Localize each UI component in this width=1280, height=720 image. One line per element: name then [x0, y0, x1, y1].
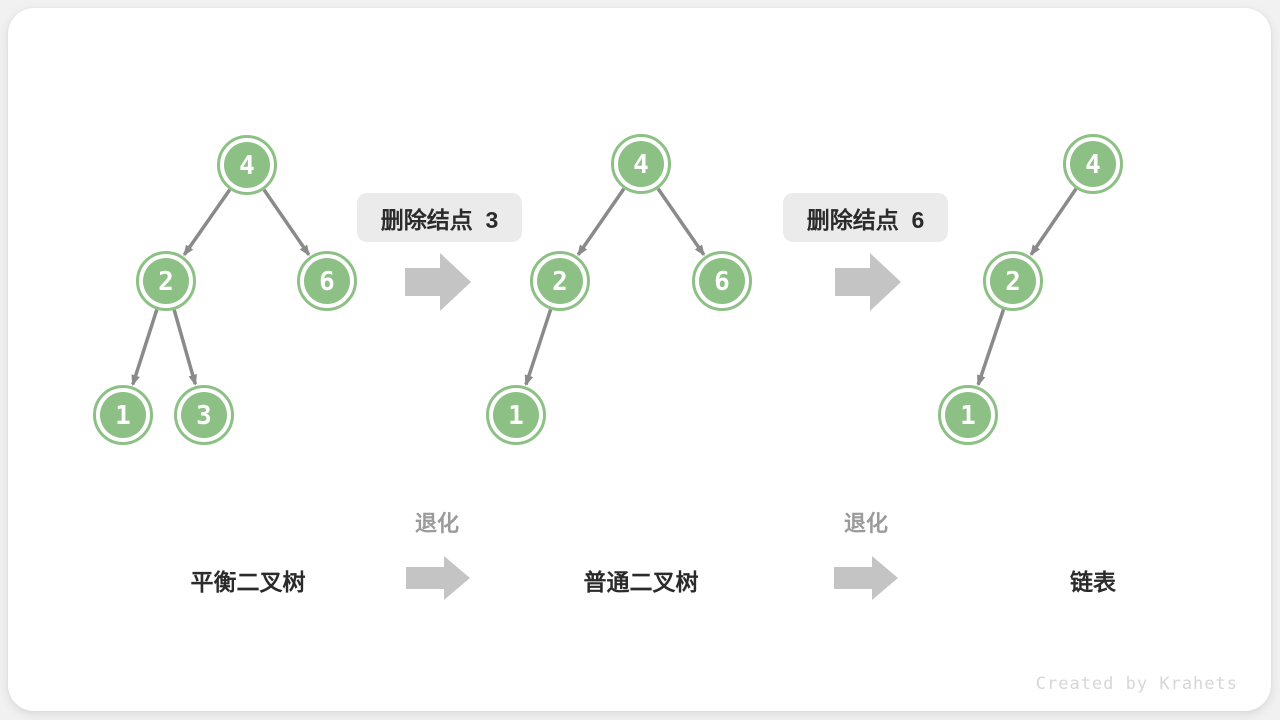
tree-node: 4: [611, 134, 671, 194]
degrade-arrow-icon: [834, 556, 898, 600]
diagram-card: [8, 8, 1271, 711]
tree-node: 6: [692, 251, 752, 311]
node-value: 1: [115, 401, 131, 431]
node-value: 2: [552, 267, 568, 297]
degrade-label: 退化: [414, 511, 459, 536]
edge-arrow: [524, 308, 553, 387]
edge-arrow: [576, 187, 626, 257]
edge-arrow: [976, 308, 1006, 387]
tree-ordinary: 4 2 6 1: [486, 134, 752, 445]
tree-title-balanced: 平衡二叉树: [190, 569, 306, 595]
node-value: 3: [196, 401, 212, 431]
node-value: 6: [714, 267, 730, 297]
step-arrow-icon: [405, 253, 471, 311]
degrade-label: 退化: [843, 511, 888, 536]
tree-node: 4: [217, 135, 277, 195]
tree-node: 2: [983, 251, 1043, 311]
tree-node: 2: [136, 251, 196, 311]
node-value: 2: [1005, 267, 1021, 297]
tree-node: 2: [530, 251, 590, 311]
tree-node: 4: [1063, 134, 1123, 194]
node-value: 6: [319, 267, 335, 297]
tree-balanced: 4 2 6 1 3: [93, 135, 357, 445]
tree-title-ordinary: 普通二叉树: [583, 569, 699, 595]
node-value: 1: [960, 401, 976, 431]
tree-linked-list: 4 2 1: [938, 134, 1123, 445]
tree-node: 6: [297, 251, 357, 311]
node-value: 2: [158, 267, 174, 297]
tree-node: 1: [93, 385, 153, 445]
node-value: 4: [633, 150, 649, 180]
degrade-arrow-icon: [406, 556, 470, 600]
node-value: 4: [1085, 150, 1101, 180]
step-label-delete-node-3: 删除结点 3: [357, 193, 522, 242]
tree-title-linked-list: 链表: [1070, 569, 1116, 595]
node-value: 4: [239, 151, 255, 181]
watermark-credit: Created by Krahets: [1035, 674, 1238, 694]
step-arrow-icon: [835, 253, 901, 311]
tree-node: 3: [174, 385, 234, 445]
edge-arrow: [131, 309, 159, 387]
edge-arrow: [656, 187, 706, 257]
edge-arrow: [172, 309, 197, 386]
tree-node: 1: [486, 385, 546, 445]
edge-arrow: [262, 188, 311, 257]
tree-node: 1: [938, 385, 998, 445]
edge-arrow: [182, 188, 232, 257]
node-value: 1: [508, 401, 524, 431]
edge-arrow: [1029, 187, 1078, 256]
step-label-delete-node-6: 删除结点 6: [783, 193, 948, 242]
